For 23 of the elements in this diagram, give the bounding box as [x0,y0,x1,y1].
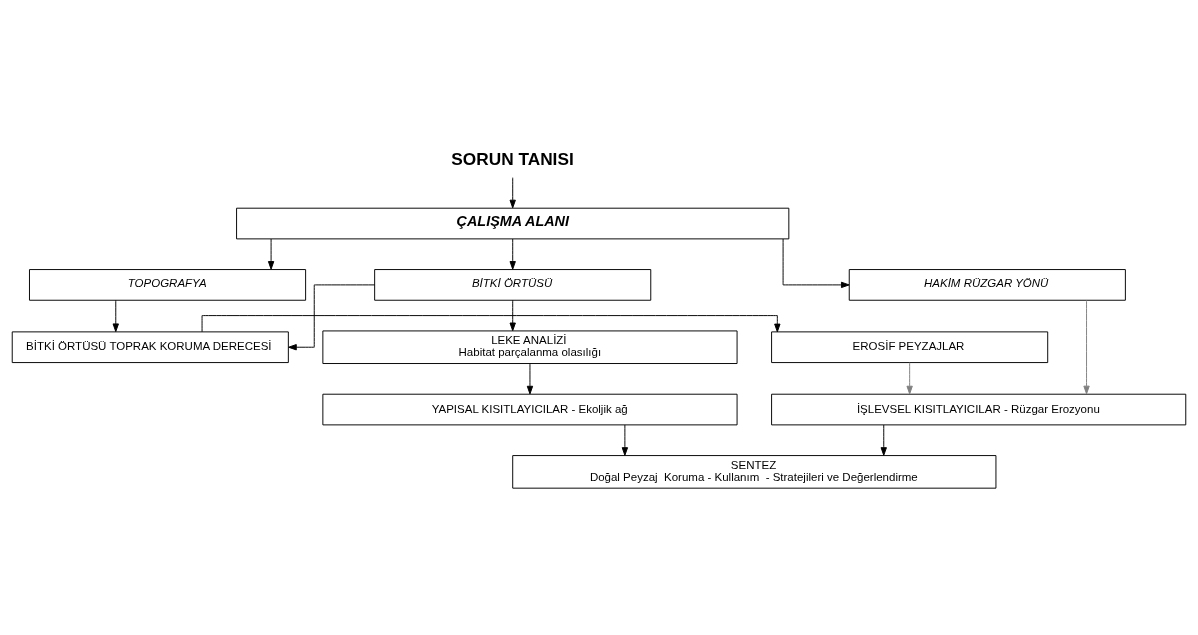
arrow [782,238,850,289]
arrow [906,362,913,395]
node-box: BİTKİ ÖRTÜSÜ [374,269,652,301]
arrow [112,299,119,333]
arrow [509,238,516,270]
node-text: SORUN TANISI [451,149,574,170]
arrow [288,284,376,351]
arrow [1083,299,1090,395]
arrow [267,238,275,270]
arrow [621,424,629,456]
node-box: BİTKİ ÖRTÜSÜ TOPRAK KORUMA DERECESİ [11,331,289,364]
node-box: YAPISAL KISITLAYICILAR - Ekoljik ağ [322,393,738,426]
node-box: LEKE ANALİZİ Habitat parçalanma olasılığı [322,330,738,364]
node-box: SENTEZ Doğal Peyzaj Koruma - Kullanım - Stratejileri ve Değerlendirme [512,455,997,489]
node-box: EROSİF PEYZAJLAR [771,331,1049,364]
arrow [880,424,887,456]
arrow [509,299,516,332]
node-box: İŞLEVSEL KISITLAYICILAR - Rüzgar Erozyonu [771,393,1187,426]
node-box: ÇALIŞMA ALANI [236,207,790,240]
node-box: TOPOGRAFYA [29,269,307,301]
node-box: HAKİM RÜZGAR YÖNÜ [848,269,1126,301]
arrow [509,177,516,209]
arrow [526,363,534,395]
